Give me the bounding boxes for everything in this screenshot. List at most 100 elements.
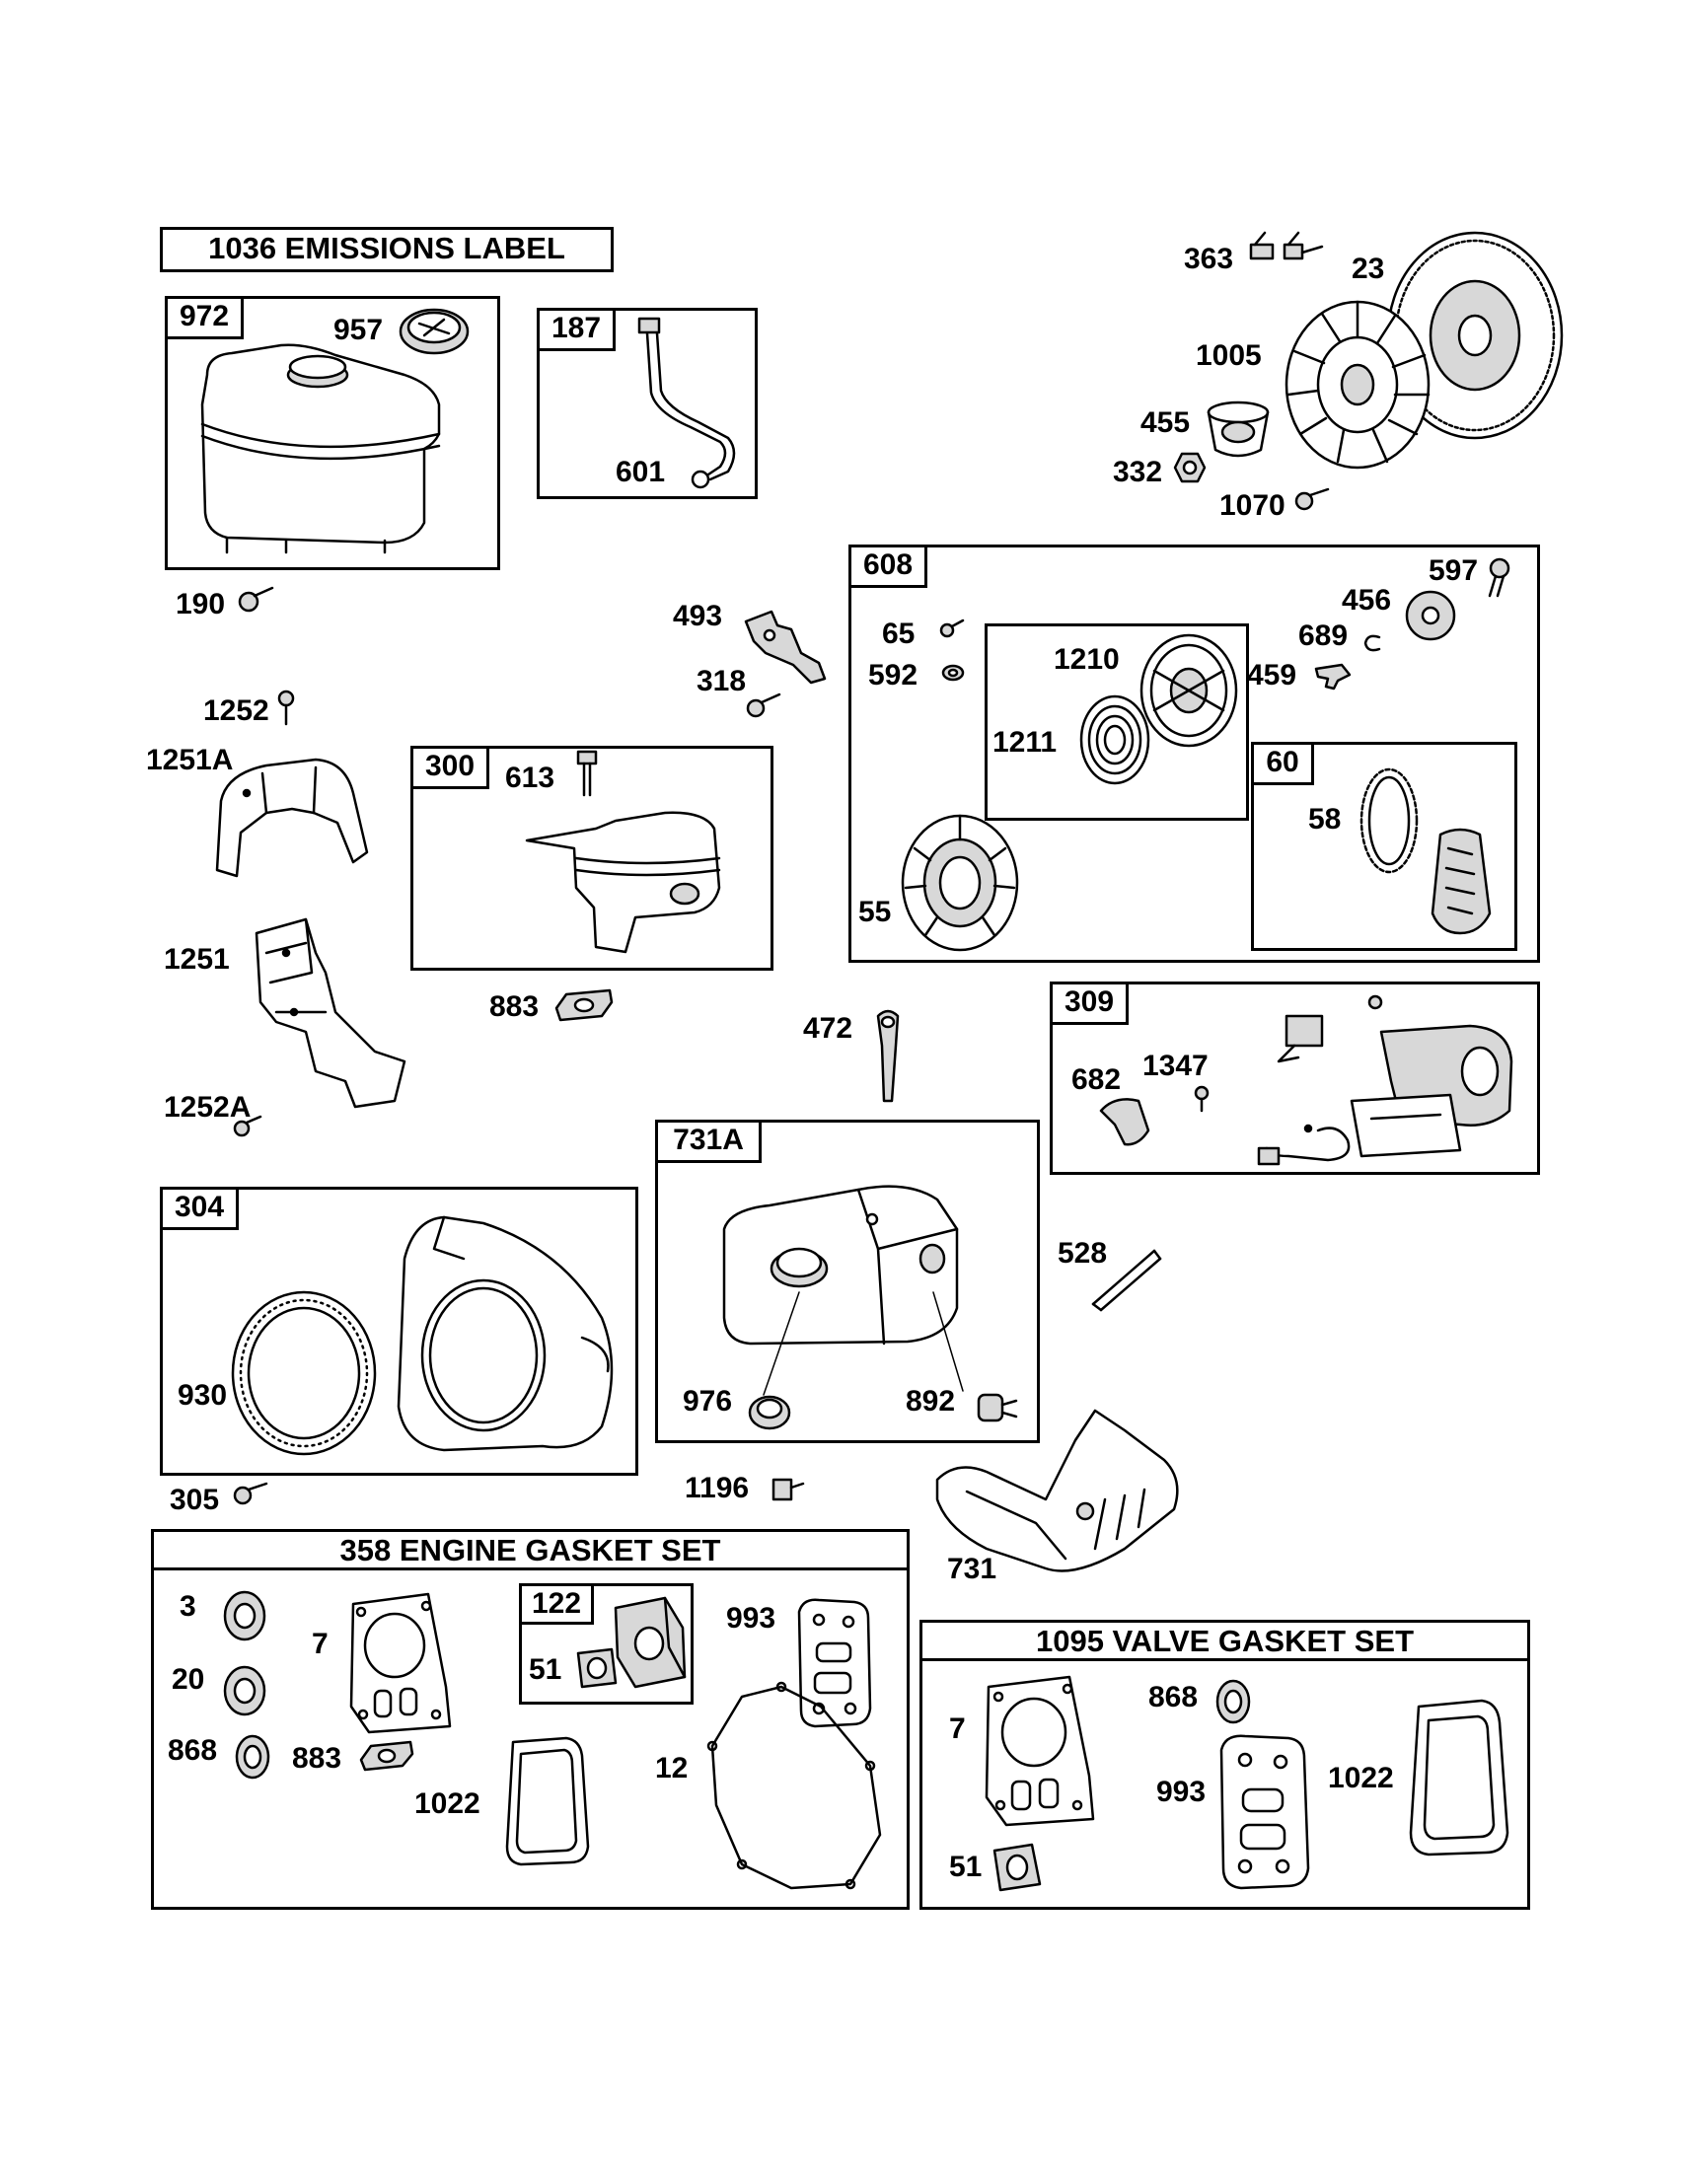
part-1211-label: 1211 xyxy=(992,726,1058,759)
part-1251a-label: 1251A xyxy=(146,744,234,776)
part-528-label: 528 xyxy=(1058,1237,1108,1270)
part-363-label: 363 xyxy=(1184,243,1234,275)
ignition-switch-drawing xyxy=(1257,1014,1351,1166)
fitting-892-drawing xyxy=(977,1393,1018,1422)
part-1196-label: 1196 xyxy=(685,1472,750,1504)
screw-597-drawing xyxy=(1488,557,1510,598)
seal-3-drawing xyxy=(223,1590,266,1641)
group-187-box xyxy=(537,308,758,499)
flywheel-23-drawing xyxy=(1386,231,1564,440)
screw-1252-drawing xyxy=(277,690,295,726)
clip-1196-drawing xyxy=(771,1478,805,1501)
engine-gasket-7-label: 7 xyxy=(312,1628,329,1660)
part-305-label: 305 xyxy=(170,1484,220,1516)
valve-gasket-51-drawing xyxy=(992,1843,1042,1892)
part-23-label: 23 xyxy=(1352,253,1385,285)
part-689-label: 689 xyxy=(1298,619,1349,652)
armature-bracket-363-drawing xyxy=(1249,231,1324,260)
group-972-tag: 972 xyxy=(165,296,244,339)
gasket-883-drawing xyxy=(554,988,614,1022)
group-309-tag: 309 xyxy=(1050,982,1129,1025)
washer-592-drawing xyxy=(941,664,965,682)
group-187-tag: 187 xyxy=(537,308,616,351)
spring-pulley-subbox xyxy=(985,623,1249,821)
part-459-label: 459 xyxy=(1247,659,1297,692)
valve-seal-868-drawing xyxy=(1215,1679,1251,1724)
part-318-label: 318 xyxy=(697,665,747,697)
group-731a-tag: 731A xyxy=(655,1120,762,1163)
pawl-459-drawing xyxy=(1314,663,1352,691)
muffler-300-drawing xyxy=(525,811,721,954)
engine-gasket-1022-label: 1022 xyxy=(414,1787,480,1820)
part-731-label: 731 xyxy=(947,1553,997,1585)
part-1070-label: 1070 xyxy=(1219,489,1285,522)
part-976-label: 976 xyxy=(683,1385,733,1418)
engine-gasket-12-label: 12 xyxy=(655,1752,689,1784)
shroud-1251a-drawing xyxy=(215,758,369,878)
part-455-label: 455 xyxy=(1140,406,1191,439)
group-60-box xyxy=(1251,742,1517,951)
part-493-label: 493 xyxy=(673,600,723,632)
crankcase-gasket-12-drawing xyxy=(706,1681,882,1890)
group-731a-box xyxy=(655,1120,1040,1443)
part-456-label: 456 xyxy=(1342,584,1392,617)
part-957-label: 957 xyxy=(333,314,384,346)
emissions-label-title: 1036 EMISSIONS LABEL xyxy=(160,227,614,272)
part-65-label: 65 xyxy=(882,618,916,650)
cover-gasket-1022-drawing xyxy=(505,1736,590,1866)
rope-58-drawing xyxy=(1359,767,1419,874)
part-613-label: 613 xyxy=(505,762,555,794)
valve-gasket-51-label: 51 xyxy=(949,1851,983,1883)
screw-305-drawing xyxy=(233,1482,268,1505)
part-883-label: 883 xyxy=(489,990,540,1023)
part-1005-label: 1005 xyxy=(1196,339,1262,372)
part-1252-label: 1252 xyxy=(203,694,269,727)
engine-gasket-993-label: 993 xyxy=(726,1602,776,1635)
screw-1347-drawing xyxy=(1194,1085,1210,1113)
shroud-1251-drawing xyxy=(255,917,406,1109)
cap-976-drawing xyxy=(748,1395,791,1430)
engine-gasket-51-label: 51 xyxy=(529,1653,562,1686)
ignition-module-drawing xyxy=(1350,994,1513,1158)
valve-gasket-set-title: 1095 VALVE GASKET SET xyxy=(919,1620,1530,1661)
fuel-line-601-drawing xyxy=(637,317,736,489)
screen-930-drawing xyxy=(231,1290,377,1456)
valve-gasket-868-label: 868 xyxy=(1148,1681,1199,1713)
gasket-993-drawing xyxy=(797,1598,872,1728)
part-1347-label: 1347 xyxy=(1142,1050,1209,1082)
part-682-label: 682 xyxy=(1071,1063,1122,1096)
hose-528-drawing xyxy=(1091,1249,1162,1312)
part-58-label: 58 xyxy=(1308,803,1342,836)
group-309-box xyxy=(1050,982,1540,1175)
starter-handle-drawing xyxy=(1431,828,1492,935)
screw-613-drawing xyxy=(576,750,598,797)
engine-gasket-3-label: 3 xyxy=(180,1590,196,1623)
part-1251-label: 1251 xyxy=(164,943,230,976)
valve-gasket-993-drawing xyxy=(1219,1734,1310,1890)
fan-1005-drawing xyxy=(1285,300,1431,470)
part-1210-label: 1210 xyxy=(1054,643,1120,676)
screw-190-drawing xyxy=(238,586,274,613)
gasket-51-drawing xyxy=(576,1647,618,1689)
fuel-cap-957-drawing xyxy=(399,308,470,355)
part-332-label: 332 xyxy=(1113,456,1163,488)
head-gasket-7-drawing xyxy=(349,1592,452,1734)
clip-689-drawing xyxy=(1363,634,1381,652)
screw-1070-drawing xyxy=(1294,487,1330,511)
retainer-456-drawing xyxy=(1405,590,1456,641)
group-304-box xyxy=(160,1187,638,1476)
screw-65-drawing xyxy=(939,619,965,638)
link-472-drawing xyxy=(876,1009,900,1103)
valve-cover-gasket-1022-drawing xyxy=(1409,1699,1509,1856)
bracket-493-drawing xyxy=(744,610,827,685)
rewind-housing-55-drawing xyxy=(901,814,1019,952)
fuel-tank-731a-drawing xyxy=(722,1185,959,1346)
gasket-883-set-drawing xyxy=(359,1740,414,1772)
part-55-label: 55 xyxy=(858,896,892,928)
part-472-label: 472 xyxy=(803,1012,853,1045)
group-60-tag: 60 xyxy=(1251,742,1314,785)
seal-868-drawing xyxy=(235,1734,270,1780)
valve-gasket-1022-label: 1022 xyxy=(1328,1762,1394,1794)
spacer-122-drawing xyxy=(614,1596,687,1689)
